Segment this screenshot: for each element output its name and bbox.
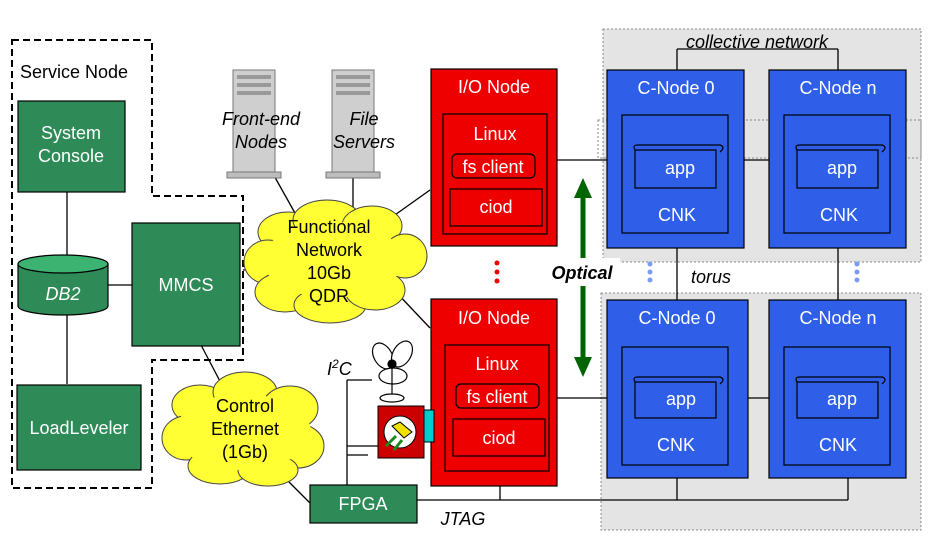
frontend-label: Front-end [222, 109, 301, 129]
optical-label-bg [544, 258, 620, 286]
cnode-bottom-n-kernel: CNK [819, 435, 857, 455]
cnode-bottom-0: C-Node 0 app CNK [606, 299, 749, 479]
db2-cylinder: DB2 [17, 254, 109, 316]
control-ethernet-label-3: (1Gb) [222, 442, 268, 462]
frontend-server-icon [226, 69, 282, 179]
fileservers-label: File [349, 109, 378, 129]
cnode-top-0-title: C-Node 0 [637, 78, 714, 98]
cnode-top-n-kernel: CNK [820, 205, 858, 225]
fpga-box [309, 484, 418, 524]
functional-network-cloud [243, 199, 428, 324]
cnode-bottom-0-app: app [666, 389, 696, 409]
fileserver-icon [325, 69, 381, 179]
fileservers-label-2: Servers [333, 132, 395, 152]
fan-icon [371, 340, 414, 403]
cnode-top-n: C-Node n app CNK [768, 69, 907, 249]
cnode-ellipsis-dots [647, 261, 860, 283]
cnode-top-0: C-Node 0 app CNK [606, 69, 745, 249]
io-node-top: I/O Node Linux fs client ciod [430, 68, 558, 247]
io-ellipsis-dots [494, 260, 500, 284]
io-node-top-fs: fs client [462, 157, 523, 177]
system-console-box [17, 100, 126, 193]
cnode-top-n-title: C-Node n [799, 78, 876, 98]
functional-network-label-2: Network [296, 240, 363, 260]
io-node-top-os: Linux [473, 124, 516, 144]
db2-label: DB2 [45, 284, 80, 304]
cnode-bottom-n-title: C-Node n [799, 308, 876, 328]
mmcs-label: MMCS [159, 275, 214, 295]
collective-inner-band [597, 119, 922, 159]
torus-label: torus [691, 267, 731, 287]
io-node-top-daemon: ciod [479, 197, 512, 217]
cnode-bottom-0-kernel: CNK [657, 435, 695, 455]
functional-network-label: Functional [287, 217, 370, 237]
functional-network-label-4: QDR [309, 286, 349, 306]
io-node-top-title: I/O Node [458, 77, 530, 97]
cnode-bottom-n: C-Node n app CNK [768, 299, 907, 479]
control-ethernet-label-2: Ethernet [211, 419, 279, 439]
cnode-bottom-0-title: C-Node 0 [638, 308, 715, 328]
system-console-label-2: Console [38, 146, 104, 166]
cnode-bottom-n-app: app [827, 389, 857, 409]
io-node-bottom-os: Linux [475, 354, 518, 374]
io-node-bottom: I/O Node Linux fs client ciod [430, 298, 558, 487]
loadleveler-box [16, 384, 142, 471]
io-node-bottom-title: I/O Node [458, 308, 530, 328]
cnode-top-0-kernel: CNK [658, 205, 696, 225]
frontend-label-2: Nodes [235, 132, 287, 152]
loadleveler-label: LoadLeveler [29, 418, 128, 438]
cnode-top-n-app: app [827, 158, 857, 178]
service-node-title: Service Node [20, 62, 128, 82]
io-node-bottom-daemon: ciod [482, 428, 515, 448]
io-node-bottom-fs: fs client [466, 387, 527, 407]
power-plug-icon [377, 405, 435, 459]
collective-network-label: collective network [686, 32, 829, 52]
optical-label: Optical [551, 263, 613, 283]
i2c-label: I2C [327, 357, 353, 379]
control-ethernet-cloud [161, 371, 325, 487]
cnode-top-0-app: app [665, 158, 695, 178]
control-ethernet-label: Control [216, 396, 274, 416]
system-console-label: System [41, 123, 101, 143]
service-node-boundary [11, 39, 244, 489]
fpga-label: FPGA [338, 494, 387, 514]
mmcs-box [131, 222, 241, 347]
jtag-label: JTAG [440, 509, 486, 529]
functional-network-label-3: 10Gb [307, 263, 351, 283]
